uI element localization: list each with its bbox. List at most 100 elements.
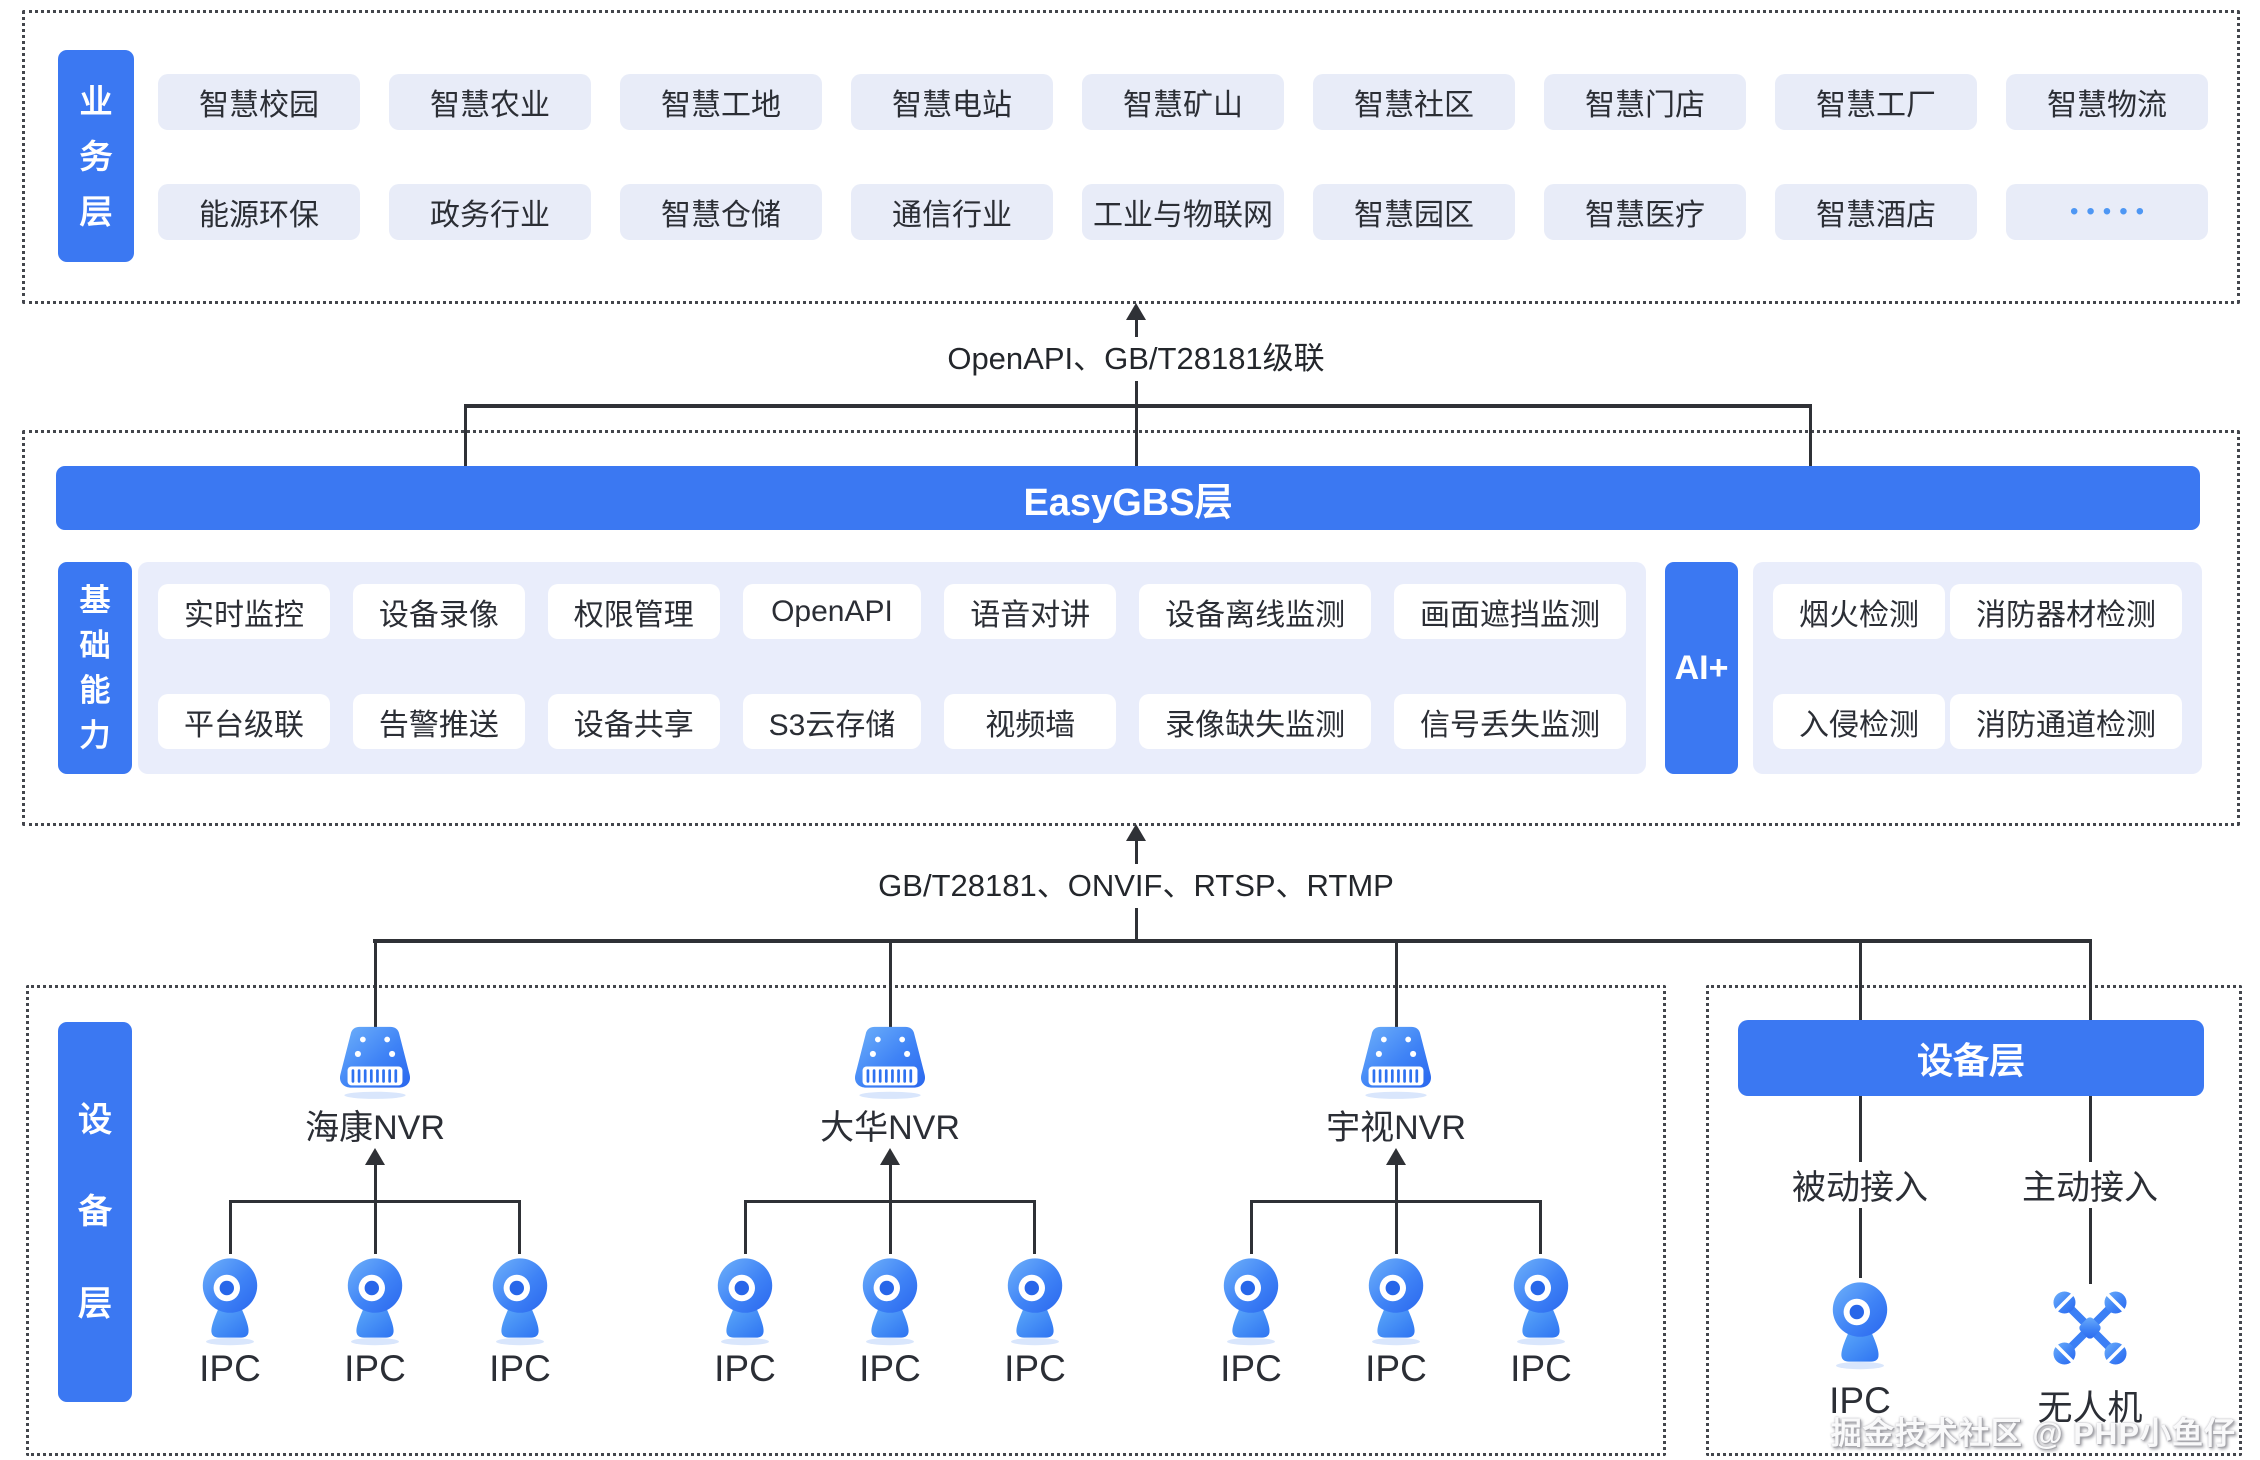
capability-chip: 视频墙: [944, 694, 1117, 749]
ipc-camera-icon: [1223, 1258, 1279, 1346]
connector-drop: [374, 941, 377, 1027]
capability-chip: S3云存储: [742, 694, 922, 749]
device-layer-label-char: 设: [78, 1101, 112, 1139]
ai-chip: 烟火检测: [1773, 584, 1945, 639]
ipc-camera-icon: [1368, 1258, 1424, 1346]
ipc-label: IPC: [1365, 1348, 1427, 1389]
business-chip: 智慧工厂: [1775, 74, 1977, 130]
up-arrow-icon: [1386, 1148, 1406, 1165]
business-chip: 智慧社区: [1313, 74, 1515, 130]
nvr-icon: [1360, 1026, 1432, 1099]
device-layer-header-text: 设备层: [1916, 1040, 2025, 1081]
easygbs-title: EasyGBS层: [1023, 481, 1233, 524]
ipc-camera-icon: [1832, 1282, 1888, 1370]
ipc-label: IPC: [1004, 1348, 1066, 1389]
nvr-branch-line: [889, 1163, 892, 1254]
business-chip: 能源环保: [158, 184, 360, 240]
ipc-bracket-line: [230, 1200, 520, 1203]
bottom-link-label: GB/T28181、ONVIF、RTSP、RTMP: [796, 864, 1476, 908]
watermark: 掘金技术社区 @ PHP小鱼仔: [1830, 1416, 2236, 1451]
business-layer-label-char: 层: [79, 192, 113, 230]
ipc-camera-icon: [492, 1258, 548, 1346]
nvr-icon: [854, 1026, 926, 1099]
business-chip: 智慧工地: [620, 74, 822, 130]
bracket-left-drop: [464, 406, 467, 468]
connector-drop: [1395, 941, 1398, 1027]
ai-chip-grid: 烟火检测 消防器材检测 入侵检测 消防通道检测: [1773, 584, 2182, 749]
capability-chip: 录像缺失监测: [1139, 694, 1372, 749]
ipc-label: IPC: [199, 1348, 261, 1389]
business-chip-grid: 智慧校园 智慧农业 智慧工地 智慧电站 智慧矿山 智慧社区 智慧门店 智慧工厂 …: [158, 74, 2208, 240]
capability-chip: 设备共享: [547, 694, 720, 749]
ai-panel: 烟火检测 消防器材检测 入侵检测 消防通道检测: [1753, 562, 2202, 774]
business-chip: 智慧物流: [2006, 74, 2208, 130]
ipc-camera-icon: [1007, 1258, 1063, 1346]
device-layer-right-box: [1706, 985, 2242, 1456]
capability-chip: 告警推送: [352, 694, 525, 749]
right-device-label: IPC: [1829, 1380, 1891, 1421]
capability-label-char: 能: [79, 673, 111, 708]
capability-chip: 画面遮挡监测: [1393, 584, 1626, 639]
business-chip: 智慧园区: [1313, 184, 1515, 240]
ipc-camera-icon: [347, 1258, 403, 1346]
ai-chip: 消防通道检测: [1950, 694, 2182, 749]
business-layer-label-char: 业: [79, 82, 113, 120]
ipc-camera-icon: [717, 1258, 773, 1346]
ipc-label: IPC: [489, 1348, 551, 1389]
business-chip: 智慧医疗: [1544, 184, 1746, 240]
capability-chip: 设备录像: [352, 584, 525, 639]
nvr-name: 海康NVR: [305, 1109, 445, 1147]
right-device-label: 无人机: [2037, 1389, 2143, 1428]
up-arrow-icon: [880, 1148, 900, 1165]
ipc-label: IPC: [1220, 1348, 1282, 1389]
nvr-branch-line: [374, 1163, 377, 1254]
nvr-name: 宇视NVR: [1326, 1109, 1466, 1147]
access-drop-line: [1859, 1208, 1862, 1278]
ai-chip: 入侵检测: [1773, 694, 1945, 749]
ipc-bracket-line: [1251, 1200, 1541, 1203]
capability-chip: 实时监控: [158, 584, 330, 639]
business-chip: 智慧农业: [389, 74, 591, 130]
ipc-stub-line: [1539, 1200, 1542, 1254]
business-chip: 智慧酒店: [1775, 184, 1977, 240]
access-mode-label: 主动接入: [2022, 1169, 2158, 1207]
nvr-branch-line: [1395, 1163, 1398, 1254]
ai-plus-text: AI+: [1674, 648, 1729, 687]
ipc-camera-icon: [1513, 1258, 1569, 1346]
ipc-stub-line: [744, 1200, 747, 1254]
business-chip: 智慧门店: [1544, 74, 1746, 130]
bracket-line: [464, 404, 1812, 408]
business-chip: 智慧矿山: [1082, 74, 1284, 130]
top-link-line: [1135, 318, 1138, 468]
capability-label: 基 础 能 力: [58, 562, 132, 774]
capability-label-char: 力: [79, 718, 111, 753]
up-arrow-icon: [365, 1148, 385, 1165]
capability-chip: 语音对讲: [944, 584, 1117, 639]
capability-chip-grid: 实时监控 设备录像 权限管理 OpenAPI 语音对讲 设备离线监测 画面遮挡监…: [158, 584, 1626, 749]
easygbs-title-bar: EasyGBS层: [56, 466, 2200, 530]
business-chip: 政务行业: [389, 184, 591, 240]
ipc-label: IPC: [859, 1348, 921, 1389]
connector-drop: [889, 941, 892, 1027]
business-layer-label-char: 务: [79, 137, 113, 175]
ipc-camera-icon: [862, 1258, 918, 1346]
capability-chip: 平台级联: [158, 694, 330, 749]
business-chip: 智慧校园: [158, 74, 360, 130]
ipc-stub-line: [1033, 1200, 1036, 1254]
ipc-stub-line: [229, 1200, 232, 1254]
ipc-label: IPC: [714, 1348, 776, 1389]
up-arrow-icon: [1126, 824, 1146, 841]
ipc-camera-icon: [202, 1258, 258, 1346]
capability-panel: 实时监控 设备录像 权限管理 OpenAPI 语音对讲 设备离线监测 画面遮挡监…: [138, 562, 1646, 774]
drone-icon: [2053, 1291, 2127, 1365]
ai-chip: 消防器材检测: [1950, 584, 2182, 639]
ipc-label: IPC: [1510, 1348, 1572, 1389]
access-drop-line: [2089, 1208, 2092, 1284]
device-layer-label-char: 备: [78, 1193, 112, 1231]
device-layer-header: 设备层: [1738, 1020, 2204, 1096]
ai-plus-label: AI+: [1665, 562, 1738, 774]
nvr-name: 大华NVR: [820, 1109, 960, 1147]
ellipsis-dots-chip: •••••: [2006, 184, 2208, 240]
ipc-bracket-line: [745, 1200, 1035, 1203]
